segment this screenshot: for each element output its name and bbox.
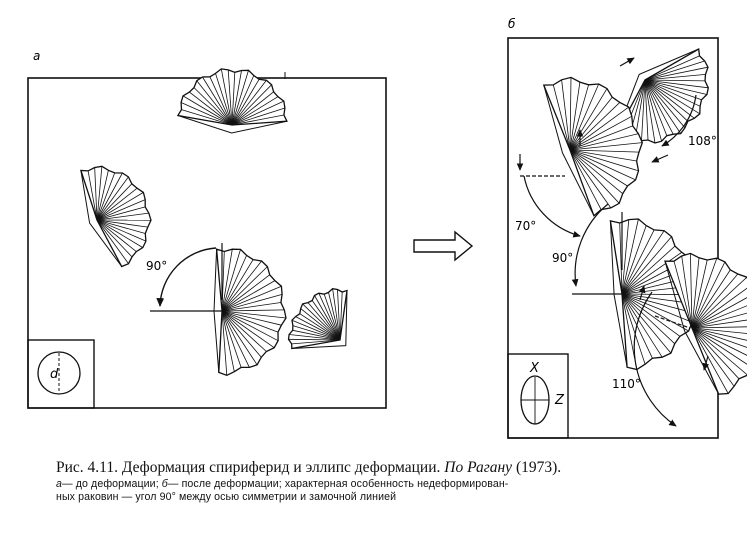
axis-z-label: Z (554, 393, 565, 408)
caption-a-text: — до деформации; (62, 478, 159, 490)
angle-label-70: 70° (515, 219, 536, 233)
panel-a-frame (27, 77, 387, 409)
diameter-label: d (50, 367, 59, 382)
figure-caption: Рис. 4.11. Деформация спириферид и эллип… (56, 458, 736, 503)
panel-b-frame (507, 37, 719, 439)
caption-a-letter: а (56, 478, 62, 490)
caption-b-text: — после деформации; характерная особенно… (167, 478, 509, 490)
right-arrow-icon (413, 230, 474, 262)
shell (609, 218, 700, 371)
caption-line-2: а— до деформации; б— после деформации; х… (56, 478, 736, 491)
deformation-figure: а б 90° d (27, 17, 747, 439)
shell (79, 165, 152, 268)
caption-line-3: ных раковин — угол 90° между осью симмет… (56, 490, 397, 503)
shell (213, 248, 287, 377)
caption-year: (1973). (515, 459, 562, 476)
angle-label-90-a: 90° (146, 259, 167, 273)
shell (542, 76, 643, 217)
caption-b-letter: б (161, 478, 168, 490)
shell (664, 252, 747, 395)
ellipse-inset-b (507, 353, 569, 439)
caption-title: Рис. 4.11. Деформация спириферид и эллип… (56, 458, 736, 478)
shell-group-b (542, 47, 747, 395)
panel-b-letter: б (508, 17, 516, 31)
caption-reference: По Рагану (444, 459, 513, 476)
ellipse-inset-a (27, 339, 95, 409)
shell (287, 288, 348, 350)
angle-label-108: 108° (688, 134, 717, 148)
shell (176, 68, 288, 134)
shear-arrows-b (516, 57, 710, 427)
angle-label-110: 110° (612, 377, 641, 391)
shell-group-a (79, 68, 348, 377)
deformation-circle (37, 351, 81, 395)
angle-label-90-b: 90° (552, 251, 573, 265)
caption-title-text: Рис. 4.11. Деформация спириферид и эллип… (56, 459, 441, 476)
angle-marker-a (150, 243, 223, 312)
panel-a-letter: а (33, 49, 40, 63)
axis-x-label: X (529, 361, 540, 376)
